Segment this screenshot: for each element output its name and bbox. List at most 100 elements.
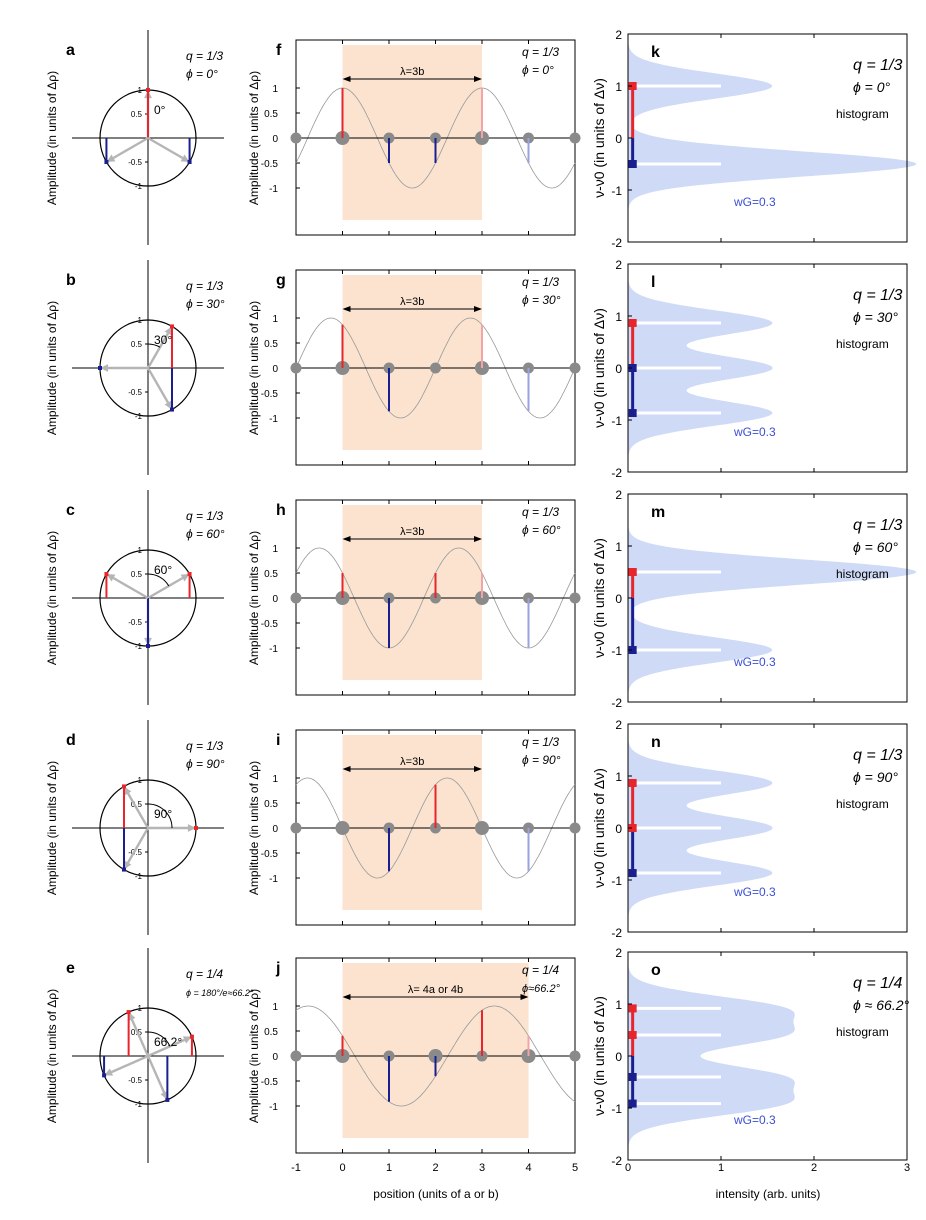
histogram-label: histogram: [836, 1025, 889, 1039]
panel-letter: c: [66, 502, 75, 519]
wave-q: q = 1/3: [522, 275, 559, 289]
wave-ytick-label: 1: [272, 84, 278, 95]
hist-ytick-label: -1: [611, 644, 622, 658]
phasor-arrow: [147, 1038, 186, 1058]
atom-site: [290, 822, 302, 834]
circle-tick-label: -1: [135, 412, 143, 421]
circle-tick-label: -0.5: [128, 1076, 142, 1085]
wg-label: wG=0.3: [733, 655, 776, 669]
hist-phi: ϕ ≈ 66.2°: [853, 997, 909, 1013]
ylabel-rho: Amplitude (in units of Δρ): [247, 301, 261, 435]
lambda-arrow-right: [474, 76, 482, 82]
wave-q: q = 1/3: [522, 505, 559, 519]
hist-ytick-label: 0: [615, 1050, 622, 1064]
panel-letter: e: [66, 960, 75, 977]
atom-site: [290, 132, 302, 144]
wg-label: wG=0.3: [733, 1113, 776, 1127]
hist-ytick-label: 1: [615, 998, 622, 1012]
atom-site: [290, 1050, 302, 1062]
lambda-arrow-left: [342, 766, 351, 772]
projection-marker: [187, 572, 192, 576]
ylabel-nu: ν-ν0 (in units of Δν): [591, 78, 607, 198]
panel-letter: j: [275, 960, 280, 977]
lambda-label: λ= 4a or 4b: [408, 984, 463, 996]
panel-letter: b: [66, 272, 76, 289]
circle-tick-label: 0.5: [131, 110, 143, 119]
projection-marker: [170, 407, 174, 412]
wave-ytick-label: -0.5: [261, 159, 279, 170]
hist-ytick-label: 2: [615, 718, 622, 732]
phasor-arrowhead: [128, 1012, 136, 1022]
circle-tick-label: -0.5: [128, 618, 142, 627]
lambda-arrow-right: [474, 766, 482, 772]
hist-ytick-label: -2: [611, 466, 622, 480]
circle-phi: ϕ = 90°: [186, 757, 225, 771]
wave-ytick-label: 1: [272, 1002, 278, 1013]
ylabel-nu: ν-ν0 (in units of Δν): [591, 308, 607, 428]
wave-ytick-label: 1: [272, 544, 278, 555]
wave-ytick-label: -1: [269, 1102, 278, 1113]
projection-marker: [98, 366, 102, 370]
circle-q: q = 1/3: [186, 49, 223, 63]
hist-q: q = 1/3: [853, 287, 902, 304]
atom-site: [569, 362, 581, 374]
wg-label: wG=0.3: [733, 425, 776, 439]
lambda-arrow-right: [474, 306, 482, 312]
angle-label: 30°: [154, 333, 172, 347]
projection-marker: [170, 324, 174, 329]
wave-ytick-label: 0.5: [264, 339, 278, 350]
wave-phi: ϕ≈66.2°: [522, 983, 561, 995]
wave-ytick-label: 0: [272, 134, 278, 145]
hist-ytick-label: 2: [615, 28, 622, 42]
angle-label: 60°: [154, 563, 172, 577]
projection-marker: [102, 1073, 107, 1078]
hist-ytick-label: -1: [611, 1102, 622, 1116]
wave-q: q = 1/3: [522, 735, 559, 749]
phasor-arrow: [126, 827, 150, 864]
circle-tick-label: -0.5: [128, 388, 142, 397]
wave-phi: ϕ = 0°: [522, 63, 554, 77]
panel-letter: l: [651, 274, 655, 291]
hist-ytick-label: -2: [611, 236, 622, 250]
circle-tick-label: 1: [138, 1004, 143, 1013]
circle-tick-label: -0.5: [128, 848, 142, 857]
circle-q: q = 1/3: [186, 739, 223, 753]
ylabel-nu: ν-ν0 (in units of Δν): [591, 538, 607, 658]
atom-site: [569, 822, 581, 834]
phasor-arrowhead: [187, 824, 196, 832]
phasor-arrowhead: [160, 1090, 168, 1100]
ylabel-rho: Amplitude (in units of Δρ): [45, 989, 59, 1123]
value-marker: [628, 160, 637, 168]
hist-phi: ϕ = 90°: [853, 769, 898, 785]
phasor-arrowhead: [100, 364, 109, 372]
lambda-arrow-right: [474, 536, 482, 542]
projection-marker: [104, 572, 109, 576]
value-marker: [628, 82, 637, 90]
histogram-label: histogram: [836, 797, 889, 811]
hist-ytick-label: -1: [611, 184, 622, 198]
projection-marker: [122, 784, 126, 789]
wave-ytick-label: 0: [272, 594, 278, 605]
angle-label: 66.2°: [154, 1035, 182, 1049]
wave-ytick-label: -0.5: [261, 849, 279, 860]
projection-marker: [122, 867, 126, 872]
lambda-label: λ=3b: [400, 66, 424, 78]
wave-ytick-label: 0: [272, 364, 278, 375]
value-marker: [628, 778, 637, 787]
phasor-arrowhead: [106, 574, 116, 582]
angle-label: 90°: [154, 807, 172, 821]
circle-tick-label: -1: [135, 872, 143, 881]
circle-tick-label: -0.5: [128, 158, 142, 167]
angle-label: 0°: [154, 103, 166, 117]
projection-marker: [126, 1010, 131, 1015]
hist-q: q = 1/3: [853, 57, 902, 74]
circle-phi: ϕ = 0°: [186, 67, 218, 81]
panel-letter: g: [276, 272, 286, 289]
phasor-arrow: [112, 136, 149, 160]
period-band: [342, 735, 482, 910]
lambda-label: λ=3b: [400, 756, 424, 768]
hist-ytick-label: -1: [611, 414, 622, 428]
